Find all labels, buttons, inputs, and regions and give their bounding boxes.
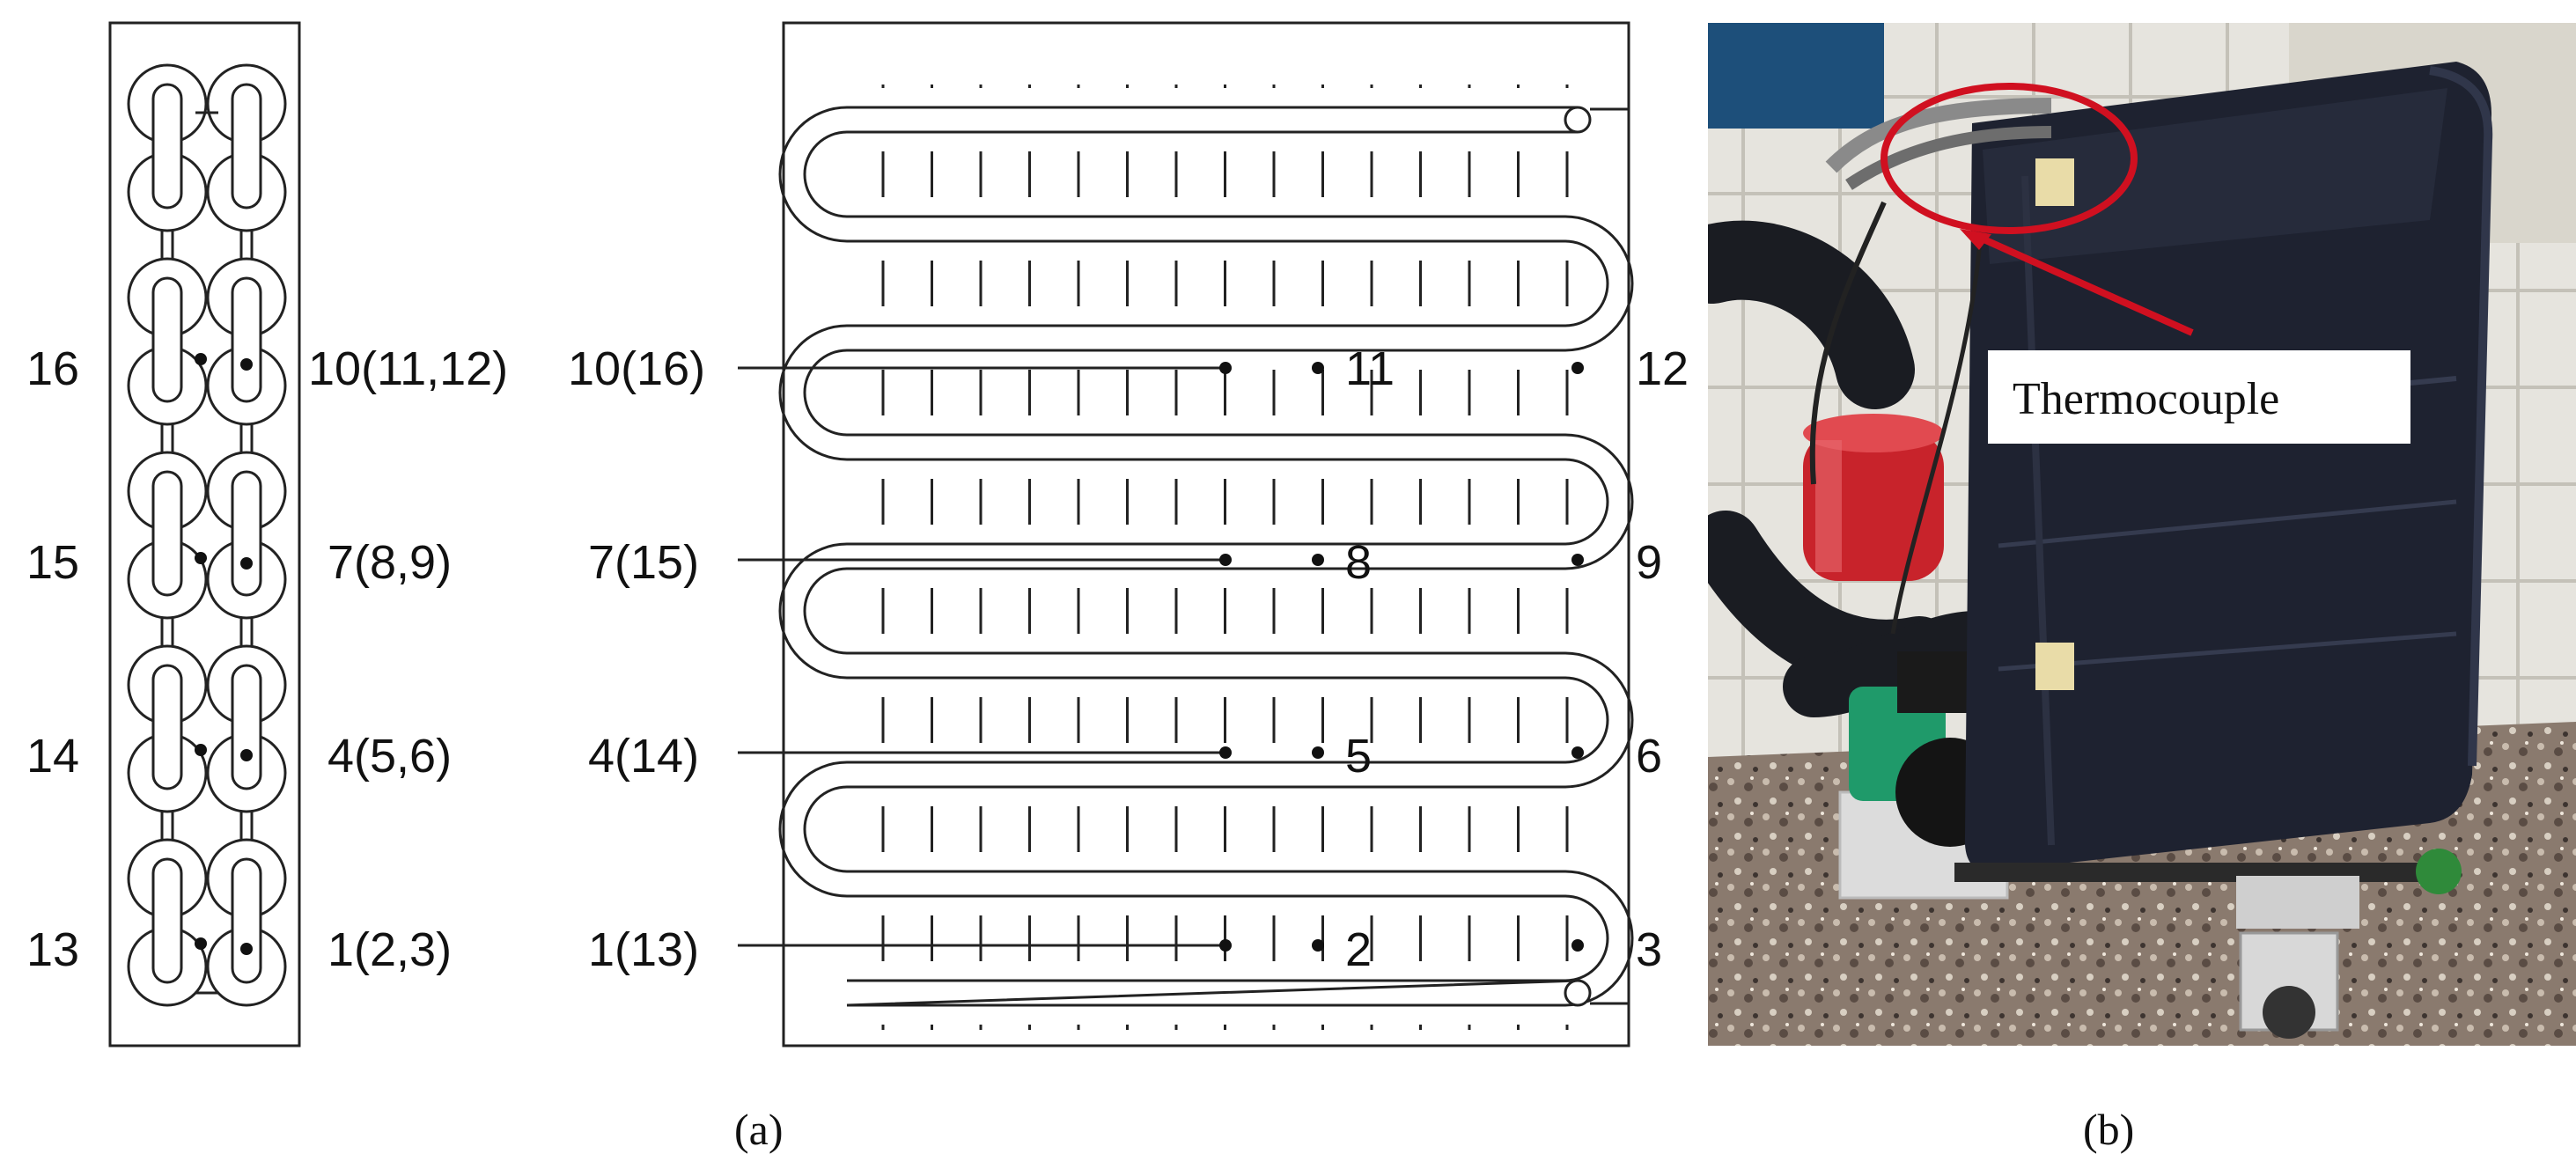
insulated-radiator <box>1964 62 2493 871</box>
mid-point-label: 11 <box>1345 342 1395 395</box>
sensor-dot <box>240 358 253 371</box>
sensor-dot <box>1312 939 1324 952</box>
side-label-left: 16 <box>26 342 79 395</box>
radiator-photo: Thermocouple <box>1708 23 2576 1046</box>
side-view-diagram: 16 15 14 13 10(11,12) 7(8,9) 4(5,6) 1(2,… <box>26 21 508 1047</box>
side-view-frame <box>108 21 301 1047</box>
thermocouple-highlight-ellipse <box>1880 83 2138 234</box>
tube-inlet-outlet <box>1564 106 1629 1007</box>
mid-point-label: 5 <box>1345 730 1372 783</box>
caption-b: (b) <box>2083 1105 2134 1154</box>
mid-point-label: 8 <box>1345 536 1372 589</box>
side-label-right: 1(2,3) <box>328 923 452 976</box>
inlet-label: 7(15) <box>588 536 699 589</box>
thermocouple-label: Thermocouple <box>2013 374 2279 424</box>
sensor-dot <box>1312 554 1324 566</box>
end-point-label: 3 <box>1636 923 1662 976</box>
sensor-dot <box>1571 554 1584 566</box>
side-view-coils <box>127 63 287 1007</box>
inlet-label: 10(16) <box>568 342 705 395</box>
side-label-right: 4(5,6) <box>328 730 452 783</box>
inlet-label: 4(14) <box>588 730 699 783</box>
sensor-dot <box>195 744 207 756</box>
radiator-stand <box>1954 849 2462 1039</box>
inlet-label: 1(13) <box>588 923 699 976</box>
sensor-dot <box>195 552 207 564</box>
serpentine-tube-inner-wall <box>803 130 1634 1007</box>
sensor-dot <box>1312 362 1324 374</box>
sensor-dot <box>1219 939 1232 952</box>
side-view-sensor-dots <box>195 353 253 955</box>
sensor-dot <box>1219 362 1232 374</box>
side-label-right: 7(8,9) <box>328 536 452 589</box>
sensor-dot <box>1312 746 1324 759</box>
end-point-label: 12 <box>1636 342 1689 395</box>
serpentine-tube-outer-wall <box>778 106 1609 982</box>
front-view-sensor-dots <box>1219 362 1584 952</box>
mid-point-label: 2 <box>1345 923 1372 976</box>
end-point-label: 6 <box>1636 730 1662 783</box>
sensor-dot <box>1219 554 1232 566</box>
thermocouple-label-box <box>1988 350 2410 444</box>
sensor-dot <box>195 353 207 365</box>
end-point-label: 9 <box>1636 536 1662 589</box>
sensor-leader-lines <box>738 366 1225 947</box>
front-view-frame <box>782 21 1630 1047</box>
side-label-left: 13 <box>26 923 79 976</box>
side-label-right: 10(11,12) <box>308 342 508 395</box>
front-view-diagram: 10(16) 7(15) 4(14) 1(13) 11 8 5 2 12 9 6… <box>568 21 1689 1047</box>
sensor-dot <box>240 557 253 570</box>
side-label-left: 15 <box>26 536 79 589</box>
sensor-dot <box>1571 939 1584 952</box>
sensor-dot <box>1219 746 1232 759</box>
caption-a: (a) <box>734 1105 784 1154</box>
sensor-dot <box>1571 362 1584 374</box>
thermocouple-callout-arrow <box>1970 231 2194 336</box>
sensor-dot <box>195 937 207 950</box>
poster-background <box>1708 23 1884 129</box>
sensor-dot <box>1571 746 1584 759</box>
side-label-left: 14 <box>26 730 79 783</box>
fin-lines <box>881 85 1569 1030</box>
sensor-dot <box>240 749 253 761</box>
sensor-dot <box>240 943 253 955</box>
expansion-tank <box>1803 414 1944 581</box>
